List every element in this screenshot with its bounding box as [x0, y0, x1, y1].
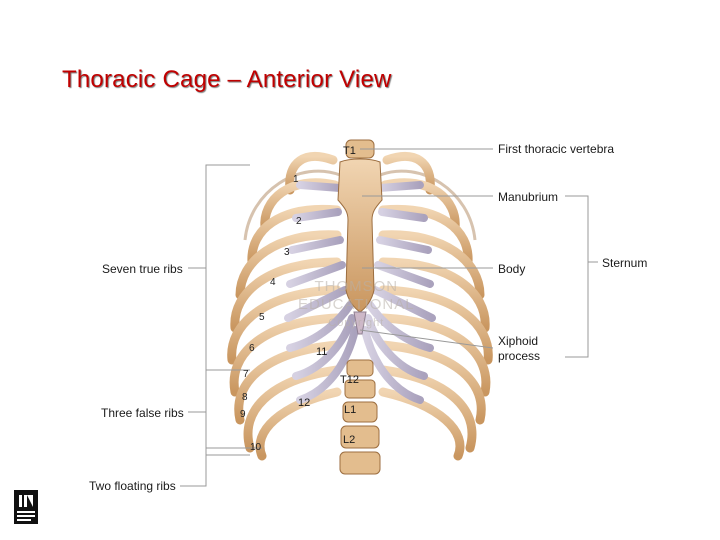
rib-number-3: 3	[284, 247, 290, 258]
page-title: Thoracic Cage – Anterior View	[62, 66, 392, 93]
rib-number-7: 7	[243, 369, 249, 380]
tag-t1: T1	[343, 145, 356, 157]
watermark: THOMSON EDUCATIONAL Copyright	[298, 278, 415, 332]
xiphoid-line2: process	[498, 349, 541, 363]
rib-number-10: 10	[250, 442, 262, 453]
label-xiphoid-process: Xiphoid process	[498, 334, 540, 364]
rib-number-2: 2	[296, 216, 302, 227]
watermark-line3: Copyright	[328, 317, 385, 329]
rib-number-8: 8	[242, 392, 248, 403]
tag-t12: T12	[340, 374, 359, 386]
label-seven-true-ribs: Seven true ribs	[102, 262, 183, 276]
publisher-logo	[14, 490, 38, 524]
rib-number-9: 9	[240, 409, 246, 420]
rib-number-4: 4	[270, 277, 276, 288]
label-body: Body	[498, 262, 526, 276]
rib-number-1: 1	[293, 174, 299, 185]
tag-12-rib: 12	[298, 397, 311, 409]
xiphoid-line1: Xiphoid	[498, 334, 539, 348]
tag-11: 11	[316, 346, 328, 358]
label-manubrium: Manubrium	[498, 190, 559, 204]
label-first-thoracic-vertebra: First thoracic vertebra	[498, 142, 615, 156]
watermark-line2: EDUCATIONAL	[298, 296, 415, 313]
rib-number-6: 6	[249, 343, 255, 354]
label-two-floating-ribs: Two floating ribs	[89, 479, 176, 493]
watermark-line1: THOMSON	[314, 278, 399, 295]
label-sternum: Sternum	[602, 256, 648, 270]
label-three-false-ribs: Three false ribs	[101, 406, 184, 420]
tag-l2: L2	[343, 434, 356, 446]
rib-number-5: 5	[259, 312, 265, 323]
tag-l1: L1	[344, 404, 357, 416]
